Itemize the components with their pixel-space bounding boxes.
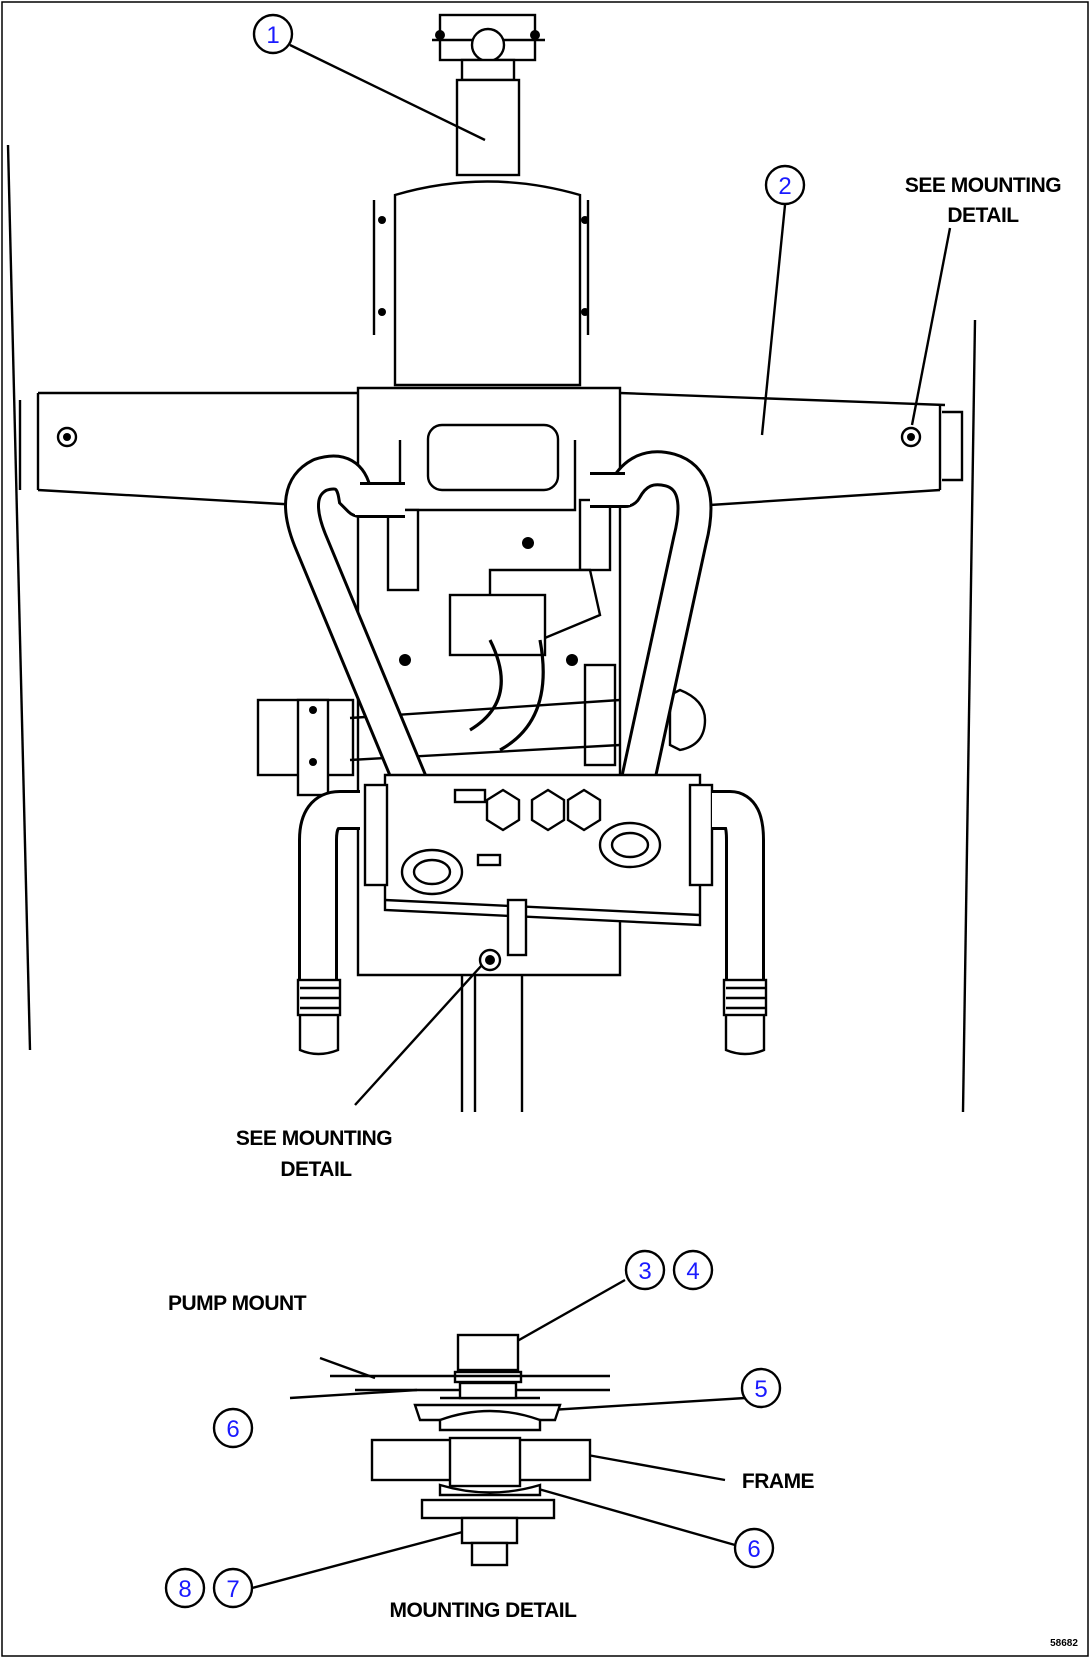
mounting-detail-drawing bbox=[330, 1333, 610, 1567]
washer-lower bbox=[420, 1498, 556, 1520]
leader-pump-mount bbox=[319, 1356, 376, 1380]
svg-text:8: 8 bbox=[178, 1576, 191, 1603]
leader-6a bbox=[289, 1388, 418, 1400]
right-frame-rail bbox=[961, 319, 977, 1113]
callout-7[interactable]: 7 bbox=[212, 1567, 254, 1609]
leader-2 bbox=[760, 204, 787, 436]
svg-text:7: 7 bbox=[226, 1576, 239, 1603]
leader-see-mounting-bottom bbox=[354, 964, 483, 1106]
svg-text:6: 6 bbox=[747, 1536, 760, 1563]
callout-6b[interactable]: 6 bbox=[733, 1527, 775, 1569]
callout-5[interactable]: 5 bbox=[740, 1367, 782, 1409]
see-mounting-right-line2: DETAIL bbox=[947, 204, 1019, 227]
crossmember bbox=[18, 391, 964, 507]
svg-text:5: 5 bbox=[754, 1376, 767, 1403]
horizontal-pipe bbox=[256, 688, 707, 797]
lower-right-hose bbox=[712, 790, 768, 1056]
see-mounting-right-line1: SEE MOUNTING bbox=[905, 174, 1061, 197]
pump-mount-label: PUMP MOUNT bbox=[168, 1292, 307, 1315]
mounting-detail-title: MOUNTING DETAIL bbox=[390, 1599, 578, 1622]
lower-left-hose bbox=[296, 790, 360, 1056]
left-frame-rail bbox=[6, 144, 32, 1051]
svg-text:6: 6 bbox=[226, 1416, 239, 1443]
callout-6a[interactable]: 6 bbox=[212, 1407, 254, 1449]
leader-1 bbox=[289, 43, 486, 142]
tank-body bbox=[372, 180, 590, 387]
leader-3 bbox=[504, 1278, 626, 1350]
leader-see-mounting-right bbox=[910, 227, 952, 426]
callout-3[interactable]: 3 bbox=[624, 1249, 666, 1291]
top-fitting bbox=[432, 13, 545, 177]
callout-8[interactable]: 8 bbox=[164, 1567, 206, 1609]
frame-label: FRAME bbox=[742, 1470, 815, 1493]
motor-coupling bbox=[448, 568, 617, 767]
svg-text:3: 3 bbox=[638, 1258, 651, 1285]
left-hose bbox=[284, 454, 463, 883]
nut bbox=[460, 1516, 519, 1545]
svg-text:4: 4 bbox=[686, 1258, 699, 1285]
valve-block bbox=[363, 773, 714, 927]
callout-4[interactable]: 4 bbox=[672, 1249, 714, 1291]
cushion-lower bbox=[438, 1483, 542, 1497]
bolt-head bbox=[456, 1333, 520, 1372]
leader-6b bbox=[534, 1486, 736, 1547]
pump-assembly-drawing bbox=[6, 13, 977, 1113]
svg-text:2: 2 bbox=[778, 173, 791, 200]
leader-7 bbox=[251, 1528, 471, 1590]
drawing-code: 58682 bbox=[1050, 1638, 1078, 1649]
right-hose bbox=[590, 450, 713, 858]
bolt-end bbox=[470, 1541, 509, 1567]
cushion-upper bbox=[438, 1409, 542, 1432]
callout-1[interactable]: 1 bbox=[252, 13, 294, 55]
see-mounting-bottom-line1: SEE MOUNTING bbox=[236, 1127, 392, 1150]
callout-2[interactable]: 2 bbox=[764, 164, 806, 206]
svg-text:1: 1 bbox=[266, 22, 279, 49]
lower-shaft bbox=[460, 898, 528, 1112]
see-mounting-bottom-line2: DETAIL bbox=[280, 1158, 352, 1181]
